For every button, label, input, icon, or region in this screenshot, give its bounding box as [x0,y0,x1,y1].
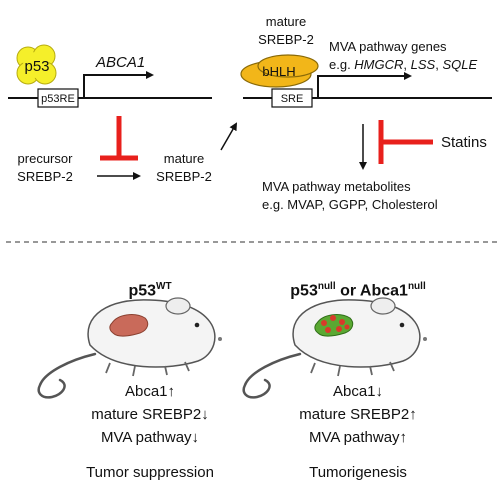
panel-wt-outcome: Tumor suppression [86,464,214,481]
mva-gene-construct: SRE bHLH [240,54,492,108]
panel-null-title-a: p53 [290,282,318,300]
translocation-arrow [220,122,237,151]
mature-srebp-mid-label-2: SREBP-2 [156,169,212,184]
precursor-label-1: precursor [18,151,74,166]
mouse-wt-nose [218,337,222,341]
mouse-wt-tail [37,352,97,399]
p53re-box [37,88,79,108]
panel-null-title-b-sup: null [407,281,426,292]
mouse-null-icon [242,297,427,399]
mouse-wt-eye [194,322,200,328]
statins-label: Statins [441,134,487,151]
sep-2: , [435,57,442,72]
p53re-label: p53RE [41,93,75,105]
mature-srebp-top-label-2: SREBP-2 [258,32,314,47]
panel-null-abca1: Abca1↓ [332,383,384,400]
mouse-wt-body [87,299,216,368]
mature-srebp-mid-label-1: mature [164,151,204,166]
panel-wt-mva: MVA pathway↓ [100,429,200,446]
abca1-label: ABCA1 [95,54,145,71]
panel-wt-title: p53WT [128,282,171,299]
gene-hmgcr: HMGCR [354,57,403,72]
panel-null-title-or: or Abca1 [335,282,408,300]
panel-null-title: p53null or Abca1null [290,282,425,299]
liver-normal [109,314,149,337]
panel-wt-abca1: Abca1↑ [124,383,176,400]
bhlh-label: bHLH [262,64,295,79]
tumor-nodules [321,315,350,333]
sep-1: , [403,57,410,72]
mva-genes-label: MVA pathway genes [329,39,447,54]
gene-sqle: SQLE [442,57,477,72]
mouse-wt-feet [105,361,190,377]
statins-inhibition [378,120,433,164]
mature-srebp-top-label-1: mature [266,14,306,29]
panel-wt-title-main: p53 [128,282,157,300]
panel-wt-title-sup: WT [156,281,172,292]
mouse-null-nose [423,337,427,341]
mouse-null-eye [399,322,405,328]
mouse-null-tail [242,352,302,399]
sre-label: SRE [281,93,304,105]
mva-tss-arrow [317,72,412,98]
precursor-label-2: SREBP-2 [17,169,73,184]
metabolites-label-1: MVA pathway metabolites [262,179,411,194]
sre-box [271,88,313,108]
mouse-null-ear [370,297,396,315]
panel-null-outcome: Tumorigenesis [309,464,407,481]
mva-genes-examples: e.g. HMGCR, LSS, SQLE [329,57,477,72]
metabolites-label-2: e.g. MVAP, GGPP, Cholesterol [262,197,438,212]
panel-null-srebp2: mature SREBP2↑ [299,406,417,423]
panel-null-mva: MVA pathway↑ [308,429,408,446]
mva-genes-prefix: e.g. [329,57,354,72]
abca1-gene-construct: p53RE ABCA1 p53 [8,44,212,108]
abca1-tss-arrow [83,71,154,98]
gene-lss: LSS [411,57,436,72]
mouse-null-body [292,299,421,368]
bhlh-protein-icon [240,54,319,88]
panel-null-title-a-sup: null [317,281,336,292]
p53-inhibits-srebp-activation [100,116,138,161]
mouse-null-feet [310,361,395,377]
p53-label: p53 [24,58,49,75]
panel-wt-srebp2: mature SREBP2↓ [91,406,209,423]
p53-protein-icon [16,44,57,85]
mouse-wt-ear [165,297,191,315]
mouse-wt-icon [37,297,222,399]
